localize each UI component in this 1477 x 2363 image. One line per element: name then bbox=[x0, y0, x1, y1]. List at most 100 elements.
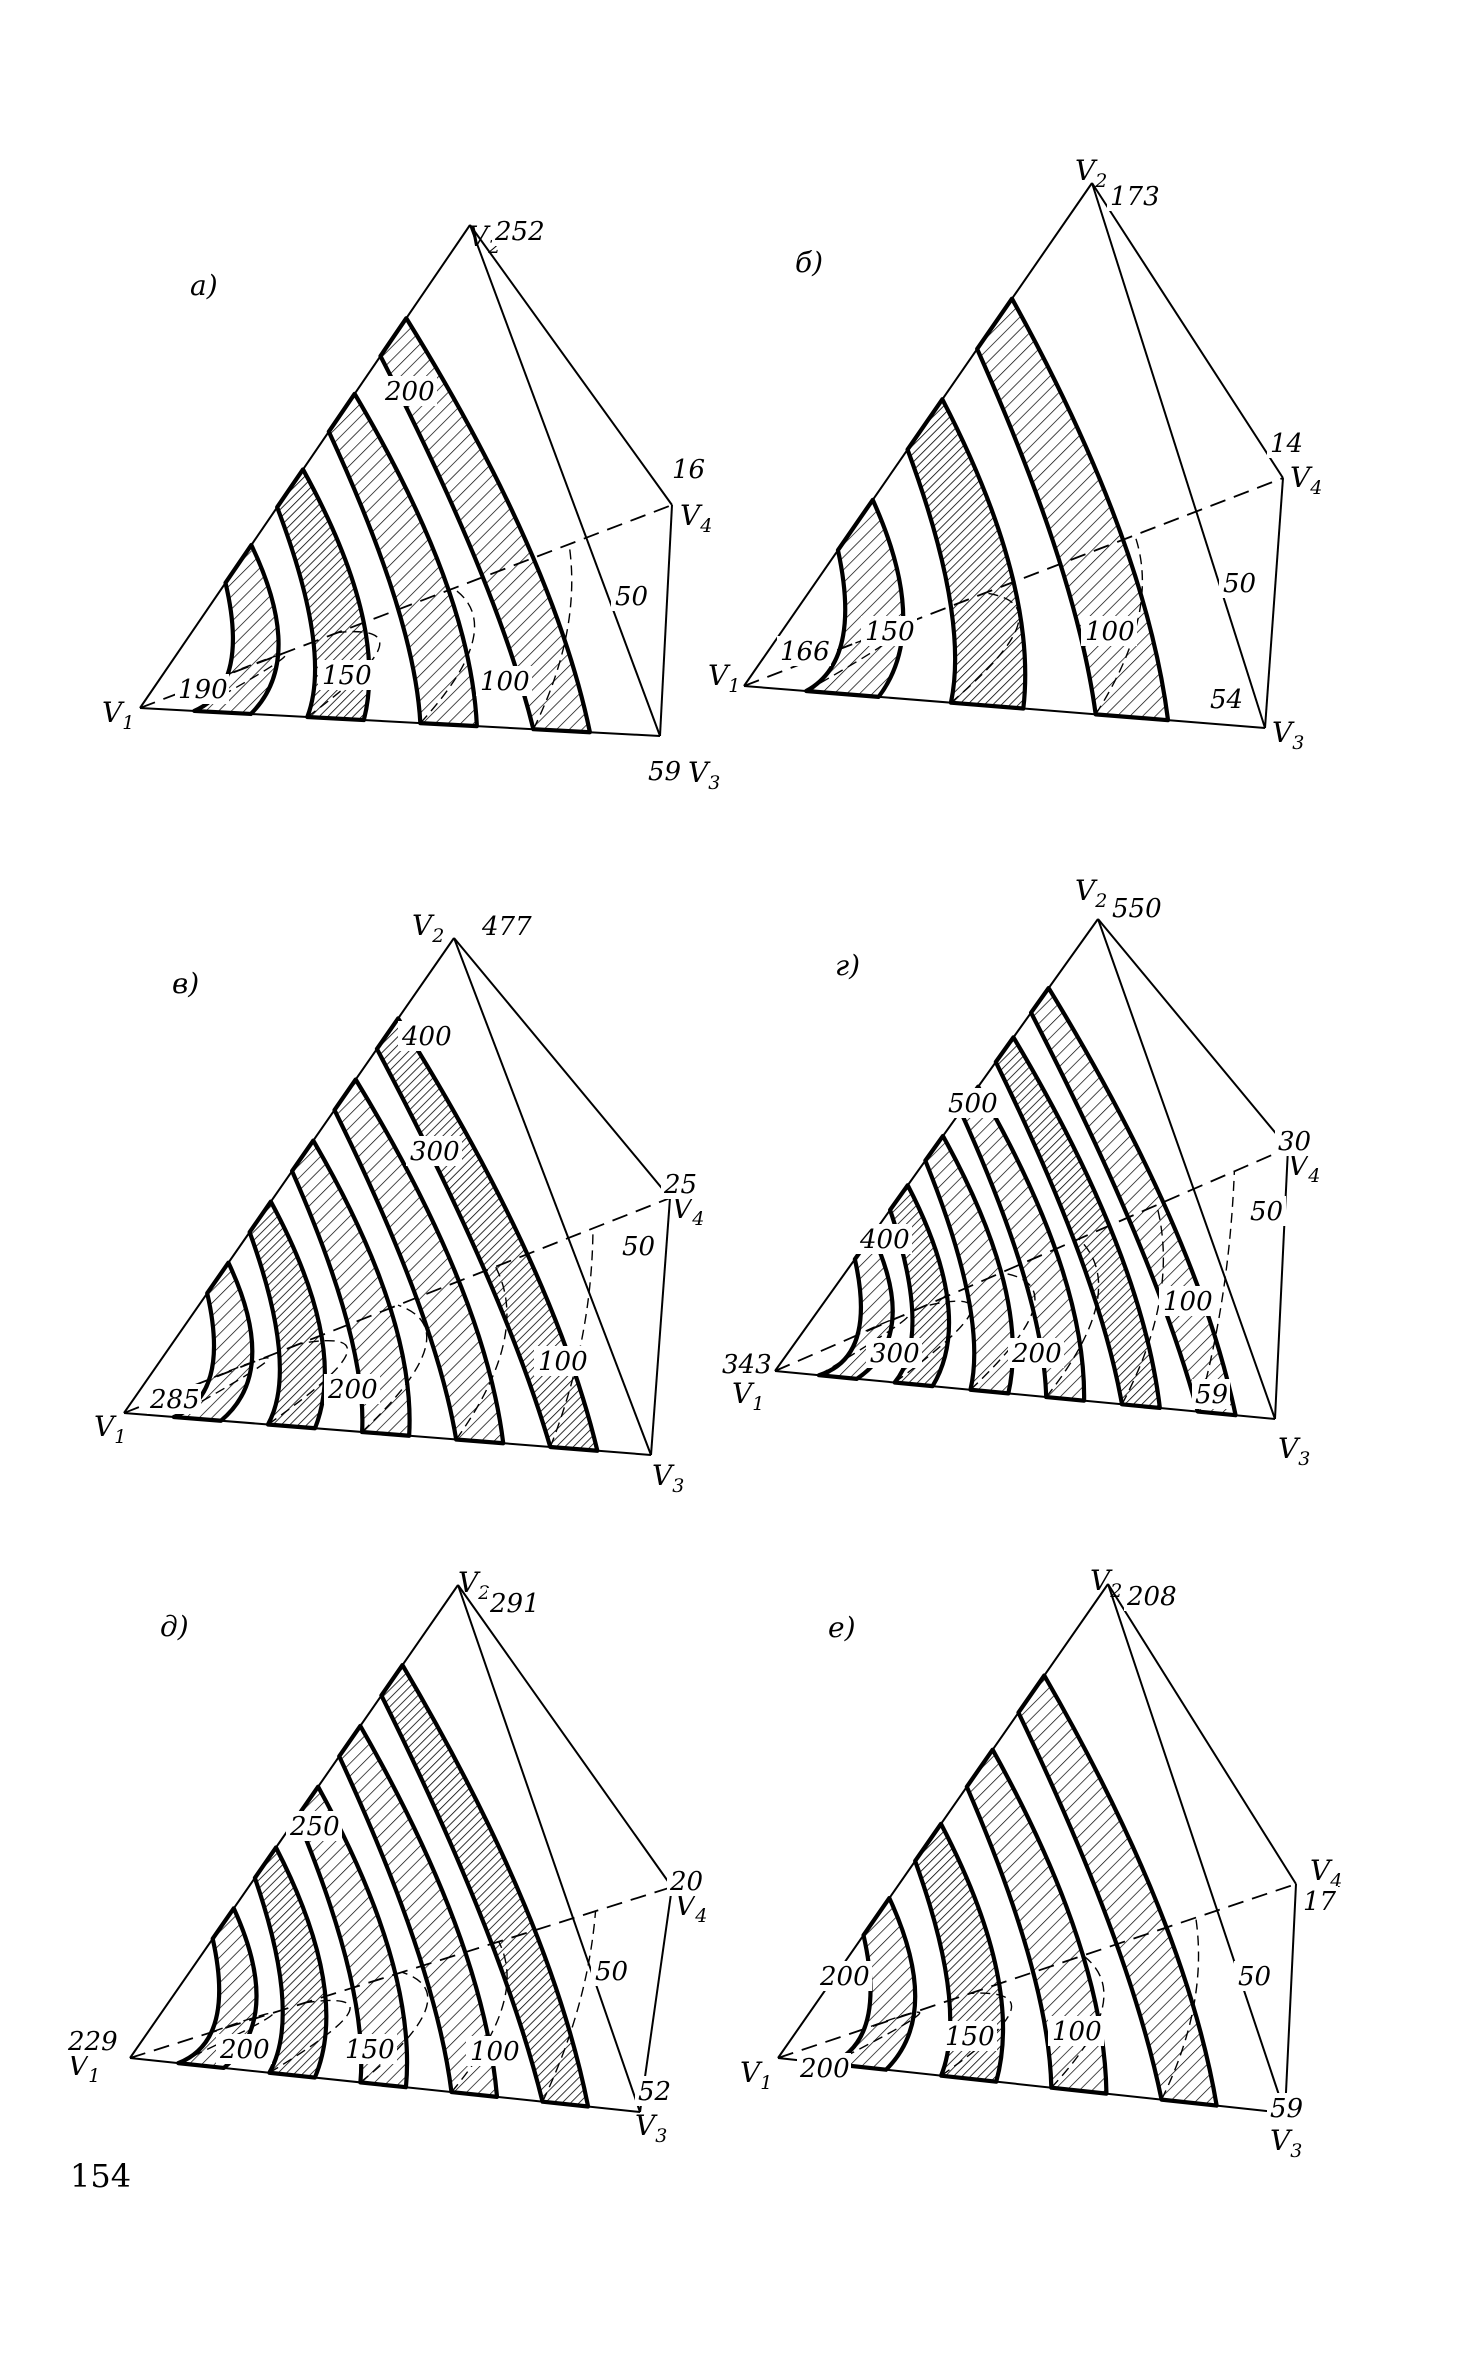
isosurface-level-label: 50 bbox=[622, 1232, 655, 1262]
page-number: 154 bbox=[70, 2157, 131, 2195]
tetrahedron-edge bbox=[1284, 1883, 1297, 2114]
hidden-section-line bbox=[532, 544, 573, 730]
vertex-v4-value: 16 bbox=[672, 455, 705, 485]
isosurface-level-label: 50 bbox=[595, 1957, 628, 1987]
label-backdrop bbox=[816, 1961, 872, 1991]
vertex-v1-value: 343 bbox=[722, 1350, 772, 1380]
tetrahedron-edge bbox=[1097, 918, 1276, 1420]
vertex-v1-label: V1 bbox=[732, 1377, 764, 1415]
label-backdrop bbox=[341, 2034, 397, 2064]
vertex-v1-value: 200 bbox=[799, 2054, 850, 2084]
hidden-section-line bbox=[419, 587, 476, 724]
label-backdrop bbox=[534, 1346, 590, 1376]
isosurface-level-label: 200 bbox=[327, 1375, 378, 1405]
vertex-v2-value: 477 bbox=[481, 912, 532, 942]
tetrahedron-edge bbox=[469, 224, 661, 737]
vertex-v3-label: V3 bbox=[652, 1459, 684, 1497]
hidden-edge-v1-v4 bbox=[777, 1883, 1297, 2059]
tetrahedron-edge bbox=[123, 937, 455, 1414]
isosurface-band bbox=[905, 397, 1028, 711]
label-backdrop bbox=[406, 1136, 462, 1166]
vertex-v1-value: 285 bbox=[149, 1385, 200, 1415]
hidden-section-line bbox=[268, 1999, 351, 2074]
isosurface-level-label: 100 bbox=[470, 2037, 520, 2067]
label-backdrop bbox=[175, 674, 229, 704]
label-backdrop bbox=[941, 2021, 997, 2051]
label-backdrop bbox=[861, 616, 917, 646]
vertex-v3-label: V3 bbox=[688, 756, 720, 794]
vertex-v2-label: V2 bbox=[412, 909, 444, 947]
hidden-section-line bbox=[940, 1992, 1013, 2077]
hidden-section-line bbox=[541, 1911, 597, 2102]
isosurface-level-label: 250 bbox=[289, 1812, 340, 1842]
isosurface-level-label: 200 bbox=[384, 377, 435, 407]
label-backdrop bbox=[216, 2034, 272, 2064]
vertex-v3-value: 52 bbox=[638, 2077, 671, 2107]
label-backdrop bbox=[856, 1224, 912, 1254]
label-backdrop bbox=[1275, 1126, 1313, 1156]
isosurface-level-label: 150 bbox=[945, 2022, 995, 2052]
vertex-v4-label: V4 bbox=[672, 1192, 704, 1230]
label-backdrop bbox=[611, 581, 651, 611]
tetrahedron-edge bbox=[453, 937, 652, 1456]
tetrahedron-edge bbox=[639, 1886, 673, 2113]
label-backdrop bbox=[1192, 1379, 1230, 1409]
hidden-section-line bbox=[173, 1357, 270, 1418]
hidden-edge-v1-v4 bbox=[139, 504, 673, 709]
vertex-v1-label: V1 bbox=[708, 659, 740, 697]
vertex-v4-value: 14 bbox=[1270, 429, 1303, 459]
isosurface-level-label: 50 bbox=[1250, 1197, 1283, 1227]
label-backdrop bbox=[1124, 1581, 1178, 1611]
vertex-v2-value: 252 bbox=[494, 217, 545, 247]
vertex-v3-label: V3 bbox=[1272, 716, 1304, 754]
tetrahedron-edge bbox=[123, 1412, 652, 1456]
isosurface-level-label: 400 bbox=[859, 1225, 910, 1255]
hidden-edge-v1-v4 bbox=[743, 477, 1284, 687]
vertex-v3-label: V3 bbox=[1278, 1432, 1310, 1470]
vertex-v4-value: 20 bbox=[669, 1867, 703, 1897]
tetrahedron-edge bbox=[1274, 1147, 1289, 1420]
tetrahedron-edge bbox=[139, 224, 471, 709]
tetrahedron-edge bbox=[129, 2057, 641, 2113]
vertex-v2-label: V2 bbox=[1075, 874, 1107, 912]
label-backdrop bbox=[645, 756, 683, 786]
label-backdrop bbox=[1207, 684, 1245, 714]
label-backdrop bbox=[1008, 1338, 1064, 1368]
label-backdrop bbox=[1300, 1886, 1338, 1916]
vertex-v3-value: 59 bbox=[1195, 1380, 1228, 1410]
hidden-section-line bbox=[267, 1340, 348, 1426]
hidden-section-line bbox=[359, 1971, 429, 2083]
label-backdrop bbox=[1048, 2016, 1104, 2046]
hidden-section-line bbox=[1095, 534, 1144, 715]
hidden-section-line bbox=[1160, 1917, 1200, 2100]
hidden-section-line bbox=[950, 592, 1020, 704]
tetrahedron-edge bbox=[659, 504, 673, 737]
label-backdrop bbox=[147, 1384, 201, 1414]
isosurface-level-label: 300 bbox=[870, 1339, 920, 1369]
label-backdrop bbox=[1107, 181, 1161, 211]
label-backdrop bbox=[487, 1588, 541, 1618]
isosurface-level-label: 100 bbox=[1052, 2017, 1102, 2047]
isosurface-band bbox=[804, 497, 906, 699]
tetrahedron-edge bbox=[774, 918, 1099, 1372]
isosurface-level-label: 150 bbox=[322, 661, 372, 691]
label-backdrop bbox=[65, 2026, 119, 2056]
label-backdrop bbox=[797, 2053, 851, 2083]
panel-letter: г) bbox=[835, 949, 860, 982]
hidden-section-line bbox=[361, 1304, 428, 1433]
vertex-v1-label: V1 bbox=[102, 696, 134, 734]
isosurface-level-label: 200 bbox=[819, 1962, 870, 1992]
tetrahedron-edge bbox=[1091, 182, 1284, 479]
label-backdrop bbox=[466, 2036, 522, 2066]
vertex-v3-label: V3 bbox=[1270, 2124, 1302, 2162]
label-backdrop bbox=[492, 216, 546, 246]
vertex-v2-value: 550 bbox=[1112, 894, 1162, 924]
panel-letter: б) bbox=[795, 246, 823, 279]
label-backdrop bbox=[719, 1349, 773, 1379]
tetrahedron-edge bbox=[1097, 918, 1289, 1149]
